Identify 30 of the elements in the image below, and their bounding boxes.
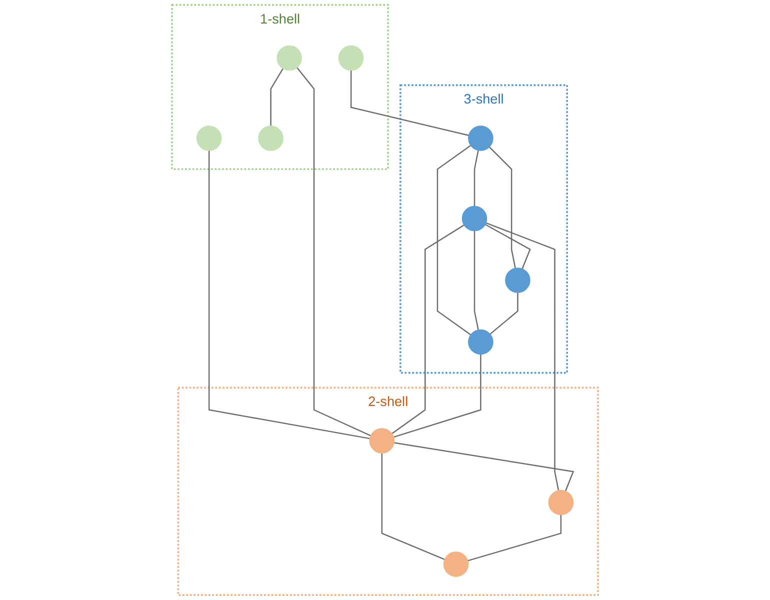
connector: [490, 292, 518, 335]
connector: [485, 224, 531, 270]
node-circle: [258, 126, 284, 151]
connector: [392, 224, 464, 434]
connector: [488, 146, 516, 268]
cluster: 2-shell: [177, 386, 599, 596]
node-circle: [548, 490, 574, 516]
node-circle: [468, 329, 494, 355]
node-circle: [468, 126, 494, 151]
node-circle: [443, 552, 469, 577]
node-circle: [462, 206, 488, 232]
node-circle: [505, 268, 530, 293]
connector: [474, 150, 479, 206]
connector: [381, 453, 445, 560]
connector: [486, 222, 560, 490]
connector: [350, 70, 469, 136]
connector: [394, 354, 482, 438]
node-circle: [338, 45, 364, 71]
connector: [270, 68, 284, 126]
connector: [296, 67, 371, 436]
node-circle: [369, 428, 395, 454]
connector: [208, 150, 370, 440]
connector: [394, 442, 574, 492]
connector: [474, 230, 479, 330]
cluster: 1-shell: [171, 4, 389, 170]
connector: [468, 514, 562, 562]
cluster: 3-shell: [400, 84, 568, 374]
node-circle: [196, 126, 222, 151]
connector: [436, 144, 471, 336]
node-circle: [276, 45, 302, 71]
